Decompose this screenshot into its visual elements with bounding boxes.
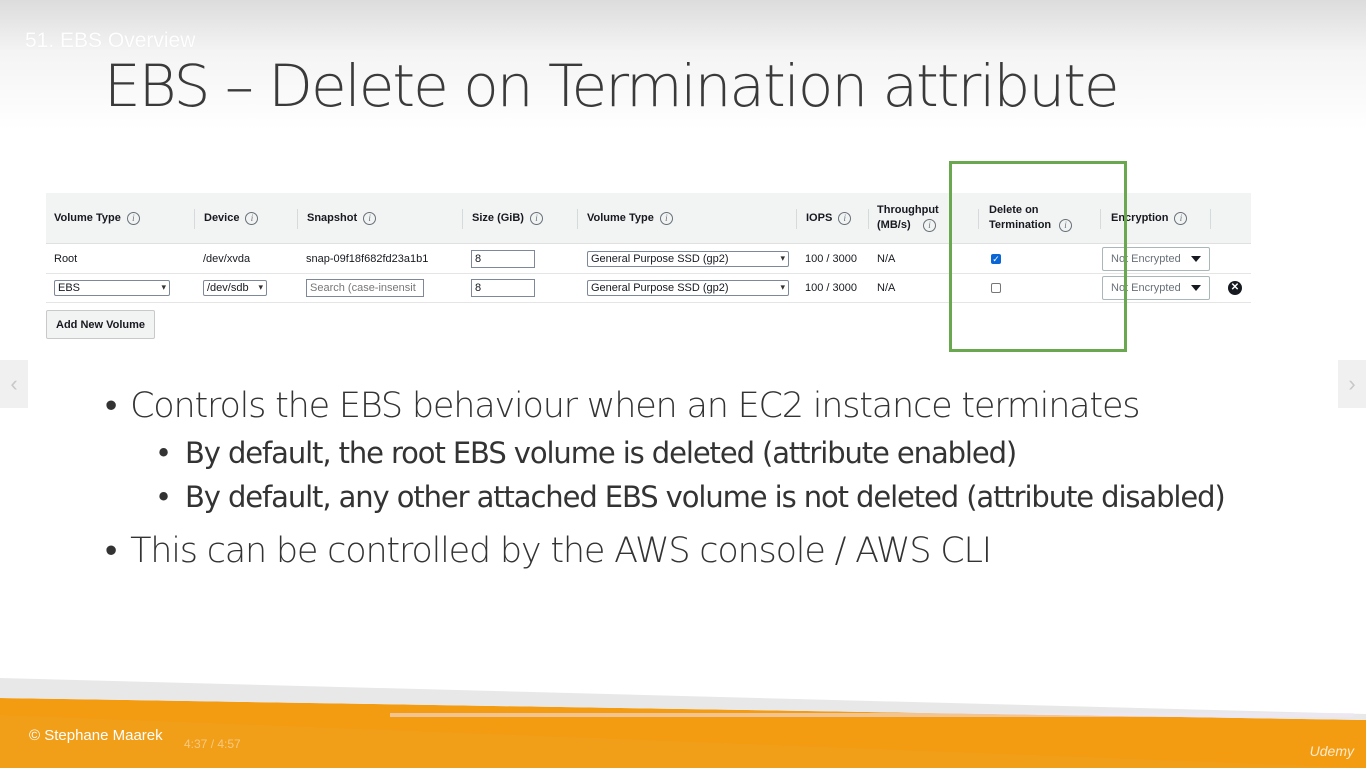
slide-footer-bar [0, 678, 1366, 768]
info-icon[interactable]: i [659, 211, 673, 225]
remove-volume-icon[interactable]: ✕ [1228, 280, 1242, 295]
throughput-value: N/A [877, 252, 896, 265]
slide-title: EBS – Delete on Termination attribute [104, 52, 1119, 120]
header-throughput: Throughput (MB/s)i [877, 204, 939, 232]
ebs-volume-type-select[interactable]: General Purpose SSD (gp2)▾ [587, 250, 789, 267]
throughput-value: N/A [877, 281, 896, 294]
info-icon[interactable]: i [126, 211, 140, 225]
volume-type-select[interactable]: EBS▾ [54, 279, 170, 296]
caret-down-icon [1191, 284, 1201, 291]
snapshot-id: snap-09f18f682fd23a1b1 [306, 252, 429, 265]
volume-type: Root [54, 252, 78, 265]
device-select[interactable]: /dev/sdb▾ [203, 279, 267, 296]
bullet-sub-2: •By default, any other attached EBS volu… [155, 480, 1226, 514]
info-icon[interactable]: i [1059, 218, 1072, 232]
snapshot-search-input[interactable]: Search (case-insensit [306, 278, 424, 297]
udemy-watermark: Udemy [1309, 743, 1354, 759]
iops-value: 100 / 3000 [805, 281, 857, 294]
ebs-volume-type-select[interactable]: General Purpose SSD (gp2)▾ [587, 279, 789, 296]
copyright-text: © Stephane Maarek [29, 727, 163, 744]
chevron-down-icon: ▾ [780, 282, 785, 292]
info-icon[interactable]: i [363, 211, 377, 225]
size-input[interactable]: 8 [471, 249, 535, 268]
encryption-select[interactable]: Not Encrypted [1102, 275, 1210, 300]
delete-on-termination-checkbox[interactable] [991, 282, 1001, 293]
next-slide-arrow-icon[interactable]: › [1338, 360, 1366, 408]
caret-down-icon [1191, 255, 1201, 262]
bullet-main-1: •Controls the EBS behaviour when an EC2 … [105, 386, 1141, 426]
info-icon[interactable]: i [923, 218, 936, 232]
chevron-down-icon: ▾ [258, 282, 263, 292]
table-row: Root /dev/xvda snap-09f18f682fd23a1b1 8 … [46, 244, 1251, 274]
delete-on-termination-checkbox[interactable]: ✓ [991, 253, 1001, 264]
add-new-volume-button[interactable]: Add New Volume [46, 310, 156, 339]
table-row: EBS▾ /dev/sdb▾ Search (case-insensit 8 G… [46, 273, 1251, 303]
info-icon[interactable]: i [1174, 211, 1188, 225]
device: /dev/xvda [203, 252, 251, 265]
chevron-down-icon: ▾ [780, 253, 785, 263]
lecture-title: 51. EBS Overview [25, 29, 196, 52]
prev-slide-arrow-icon[interactable]: ‹ [0, 360, 28, 408]
video-progress-bar[interactable] [390, 713, 1354, 717]
iops-value: 100 / 3000 [805, 252, 857, 265]
delete-on-termination-highlight [949, 161, 1127, 352]
encryption-select[interactable]: Not Encrypted [1102, 246, 1210, 271]
info-icon[interactable]: i [529, 211, 543, 225]
bullet-main-2: •This can be controlled by the AWS conso… [105, 531, 992, 571]
video-time: 4:37 / 4:57 [184, 737, 241, 751]
info-icon[interactable]: i [838, 211, 852, 225]
size-input[interactable]: 8 [471, 278, 535, 297]
info-icon[interactable]: i [245, 211, 259, 225]
chevron-down-icon: ▾ [161, 282, 166, 292]
header-size: Size (GiB)i [472, 193, 543, 243]
slide-top-gradient [0, 0, 1366, 130]
bullet-sub-1: •By default, the root EBS volume is dele… [155, 436, 1017, 470]
